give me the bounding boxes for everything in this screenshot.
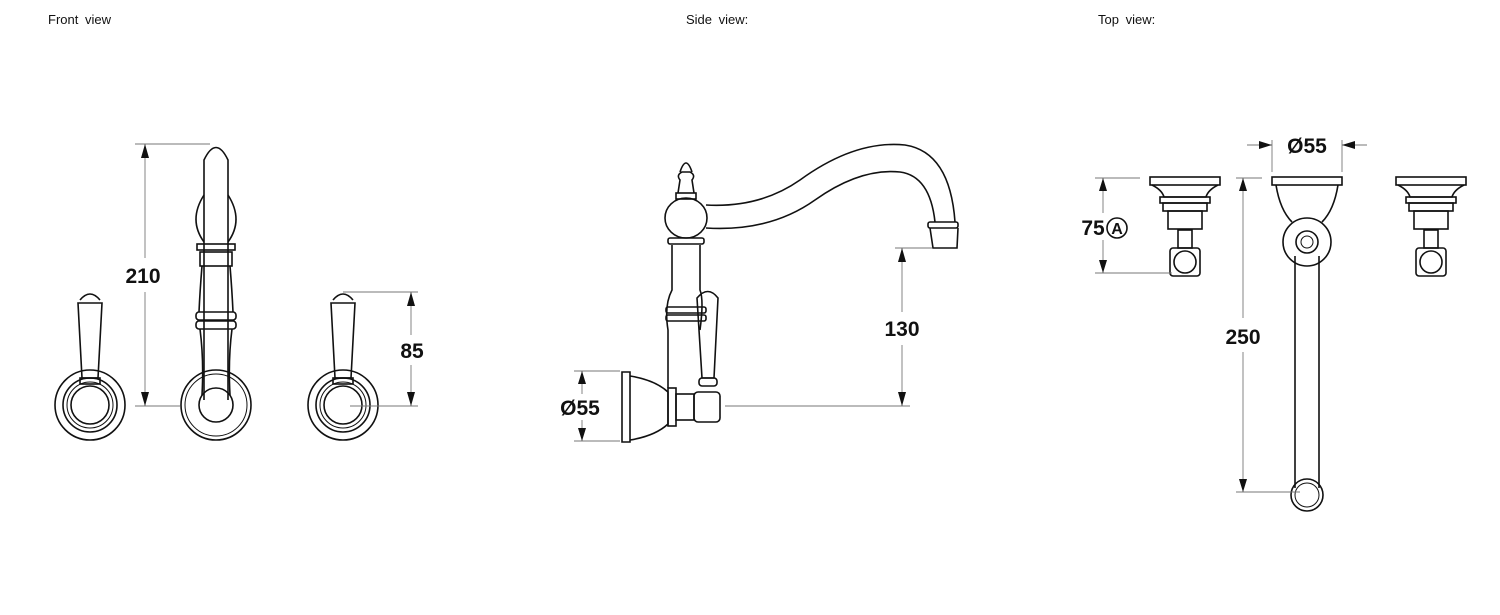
dimension-depth-75: 75 A — [1081, 177, 1172, 274]
circled-marker-icon — [1106, 217, 1128, 239]
dimension-label: Ø55 — [1287, 135, 1327, 158]
dimension-label: 210 — [125, 265, 160, 288]
front-right-handle — [307, 293, 379, 441]
side-view: 130 Ø55 — [560, 143, 959, 443]
top-view: 75 A Ø55 250 — [1081, 135, 1467, 512]
dimension-label: 85 — [400, 340, 424, 363]
dimension-label: Ø55 — [560, 397, 600, 420]
dimension-flange-diameter-top: Ø55 — [1247, 135, 1367, 172]
marker-label: A — [1111, 221, 1123, 238]
front-view: 210 85 — [54, 143, 424, 441]
top-right-valve — [1395, 176, 1467, 277]
dimension-reach-250: 250 — [1225, 177, 1300, 493]
top-view-title: Top view: — [1098, 12, 1156, 27]
front-spout — [180, 146, 252, 441]
top-spout — [1271, 176, 1343, 512]
side-view-title: Side view: — [686, 12, 749, 27]
dimension-spout-130: 130 — [725, 247, 932, 407]
dimension-handle-85: 85 — [343, 291, 424, 407]
dimension-label: 250 — [1225, 326, 1260, 349]
front-left-handle — [54, 293, 126, 441]
dimension-label: 130 — [884, 318, 919, 341]
dimension-label: 75 — [1081, 217, 1105, 240]
dimension-flange-diameter: Ø55 — [560, 370, 620, 442]
top-left-valve — [1149, 176, 1221, 277]
dimension-height-210: 210 — [125, 143, 210, 407]
front-view-title: Front view — [48, 12, 111, 27]
